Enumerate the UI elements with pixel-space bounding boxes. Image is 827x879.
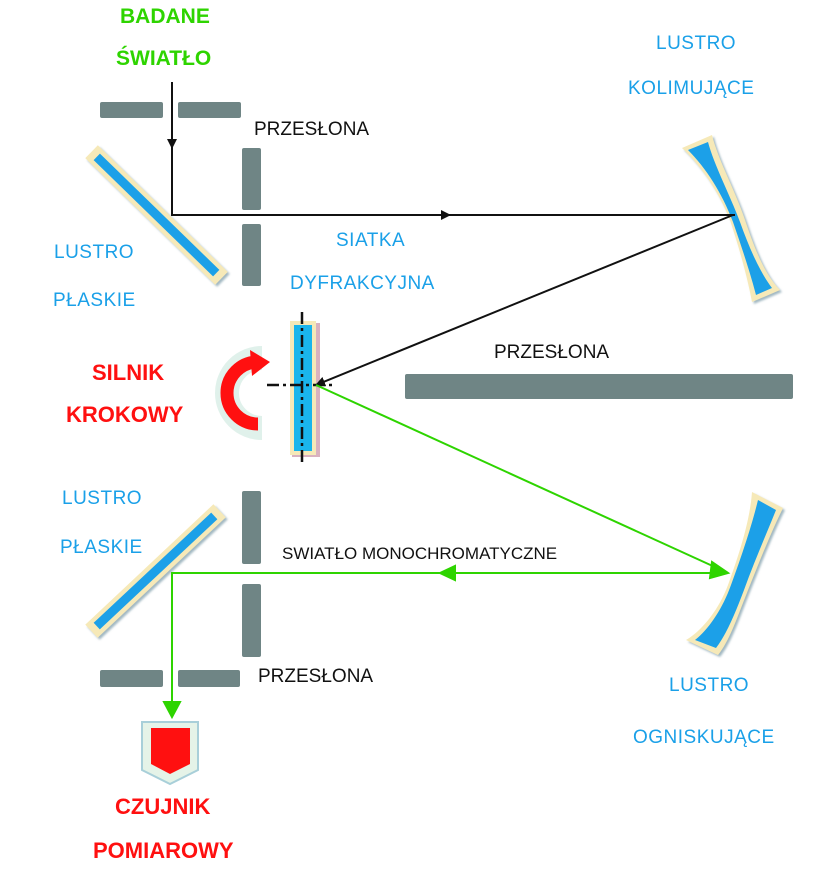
baffle-middle — [405, 374, 793, 399]
focusing-mirror-label-1: LUSTRO — [669, 675, 750, 696]
baffle-middle-label: PRZESŁONA — [494, 342, 610, 363]
flat-mirror-bottom-label-1: LUSTRO — [62, 488, 143, 509]
detector-label-1: CZUJNIK — [115, 794, 211, 819]
slit-top-label: PRZESŁONA — [254, 119, 370, 140]
detector-label-2: POMIAROWY — [93, 838, 234, 863]
polychromatic-beam — [167, 82, 735, 387]
monochromatic-light-label: SWIATŁO MONOCHROMATYCZNE — [282, 544, 558, 563]
focusing-mirror-label-2: OGNISKUJĄCE — [633, 727, 775, 748]
flat-mirror-top — [85, 145, 228, 285]
detector-icon — [141, 721, 199, 786]
diffraction-grating — [267, 312, 335, 462]
collimating-mirror-label-2: KOLIMUJĄCE — [628, 78, 755, 99]
stepper-motor-icon — [215, 346, 270, 440]
input-light-label-2: ŚWIATŁO — [116, 47, 212, 70]
grating-label-2: DYFRAKCYJNA — [290, 273, 435, 294]
focusing-mirror — [686, 492, 783, 655]
input-light-label-1: BADANE — [120, 5, 210, 28]
flat-mirror-top-label-2: PŁASKIE — [53, 290, 136, 311]
stepper-motor-label-2: KROKOWY — [66, 402, 184, 427]
grating-label-1: SIATKA — [336, 230, 406, 251]
slit-top — [100, 102, 261, 286]
collimating-mirror-label-1: LUSTRO — [656, 33, 737, 54]
flat-mirror-top-label-1: LUSTRO — [54, 242, 135, 263]
flat-mirror-bottom — [85, 504, 226, 638]
slit-bottom-label: PRZESŁONA — [258, 666, 374, 687]
slit-bottom — [100, 491, 261, 687]
flat-mirror-bottom-label-2: PŁASKIE — [60, 537, 143, 558]
collimating-mirror — [682, 135, 780, 302]
stepper-motor-label-1: SILNIK — [92, 360, 165, 385]
monochromatic-beam — [162, 384, 731, 720]
